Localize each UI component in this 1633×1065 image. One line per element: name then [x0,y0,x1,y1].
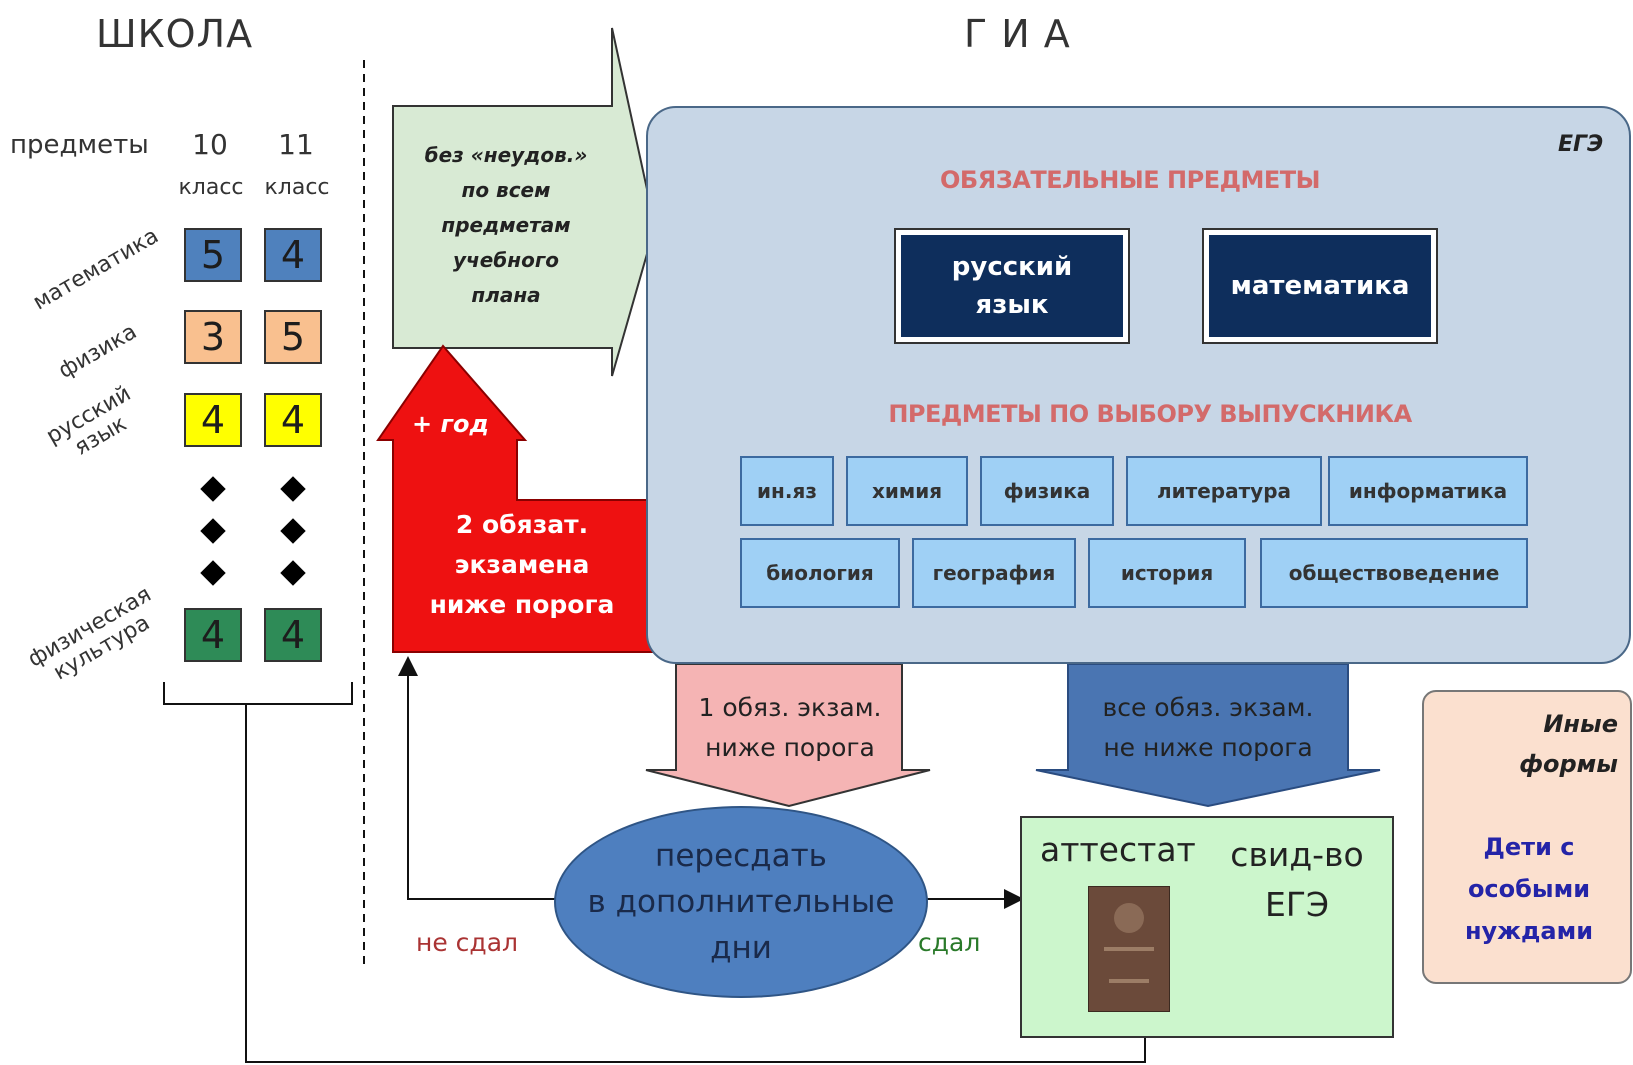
admission-line: плана [471,283,541,307]
grade-pe-10: 4 [184,608,242,662]
elective-social-studies: обществоведение [1260,538,1528,608]
required-russian-line2: язык [975,290,1049,320]
one-below-line: ниже порога [705,733,875,762]
grade-russian-11: 4 [264,393,322,447]
admission-line: без «неудов.» [424,143,588,167]
admission-line: учебного [452,248,560,272]
all-pass-text: все обяз. экзам. не ниже порога [1066,688,1350,768]
grade-physics-11: 5 [264,310,322,364]
grade-physics-10: 3 [184,310,242,364]
one-below-arrow [645,663,931,808]
all-pass-line: не ниже порога [1103,733,1313,762]
retake-line: в дополнительные [587,884,895,920]
other-forms-title-line1: Иные [1543,710,1618,738]
elective-physics: физика [980,456,1114,526]
elective-informatics: информатика [1328,456,1528,526]
certificate-box [1020,816,1394,1038]
other-forms-title: Иные формы [1440,704,1618,784]
special-needs-line: Дети с [1483,833,1575,861]
grade-pe-11: 4 [264,608,322,662]
grade-math-10: 5 [184,228,242,282]
all-pass-line: все обяз. экзам. [1102,693,1314,722]
grade-10-number: 10 [192,128,228,161]
school-header: ШКОЛА [96,12,254,56]
grades-bracket [163,682,353,705]
ege-certificate-line2: ЕГЭ [1264,885,1330,924]
one-below-text: 1 обяз. экзам. ниже порога [672,688,908,768]
elective-geography: география [912,538,1076,608]
other-forms-box [1422,690,1632,984]
elective-foreign-language: ин.яз [740,456,834,526]
grade-10-label: класс [178,175,244,200]
special-needs-line: особыми [1467,875,1591,903]
certificate-label: аттестат [1040,830,1196,869]
grade-math-11: 4 [264,228,322,282]
elective-history: история [1088,538,1246,608]
all-pass-arrow [1035,663,1381,808]
required-subjects-title: ОБЯЗАТЕЛЬНЫЕ ПРЕДМЕТЫ [940,166,1320,194]
other-forms-title-line2: формы [1519,750,1618,778]
retry-line: ниже порога [429,590,615,619]
retake-line: пересдать [655,838,827,874]
special-needs-line: нуждами [1464,917,1594,945]
required-russian-line1: русский [951,252,1073,282]
grade-russian-10: 4 [184,393,242,447]
subjects-label: предметы [10,130,149,160]
ege-certificate-line1: свид-во [1230,835,1364,874]
retry-line: 2 обязат. [455,510,589,539]
grade-11-label: класс [264,175,330,200]
grade-11-number: 11 [278,128,314,161]
gia-header: Г И А [964,12,1071,56]
passed-label: сдал [918,928,981,957]
school-to-certificate-line [245,704,1155,1063]
elective-literature: литература [1126,456,1322,526]
failed-label: не сдал [416,928,519,957]
admission-line: по всем [461,178,551,202]
retry-text: 2 обязат. экзамена ниже порога [400,505,644,625]
required-russian-box: русский язык [894,228,1130,344]
elective-biology: биология [740,538,900,608]
retake-line: дни [710,930,772,966]
admission-line: предметам [441,213,571,237]
retry-line: экзамена [454,550,590,579]
retake-oval: пересдать в дополнительные дни [554,806,928,998]
one-below-line: 1 обяз. экзам. [698,693,882,722]
admission-arrow [392,27,657,377]
certificate-booklet-icon [1088,886,1170,1012]
required-math-box: математика [1202,228,1438,344]
plus-year-label: + год [412,410,489,438]
admission-text: без «неудов.» по всем предметам учебного… [398,138,614,313]
special-needs-text: Дети с особыми нуждами [1440,826,1618,952]
elective-chemistry: химия [846,456,968,526]
ege-label: ЕГЭ [1558,132,1604,157]
failed-loop-line [398,656,556,900]
elective-subjects-title: ПРЕДМЕТЫ ПО ВЫБОРУ ВЫПУСКНИКА [888,400,1412,428]
ege-certificate-label: свид-во ЕГЭ [1224,830,1370,930]
